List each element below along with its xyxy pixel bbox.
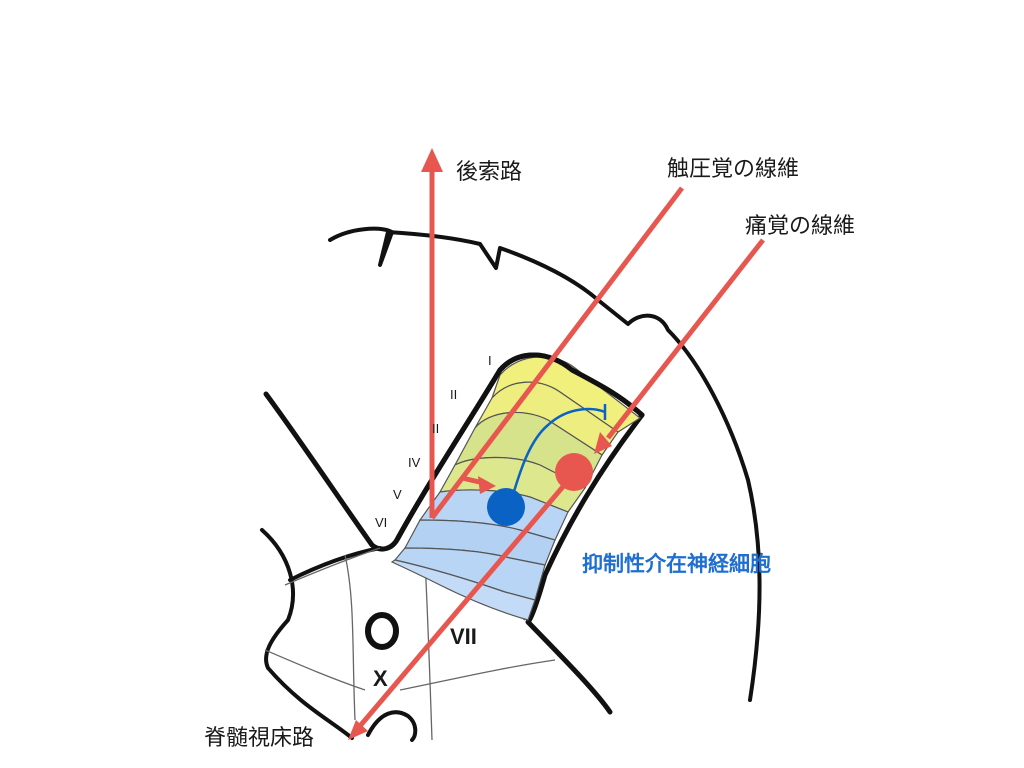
lamina-label: II	[432, 421, 439, 436]
gray-matter-outline	[262, 530, 380, 738]
spinothalamic-label: 脊髄視床路	[204, 720, 314, 752]
lamina-label: VI	[375, 515, 387, 530]
lamina-x-label: X	[373, 666, 388, 692]
central-canal	[368, 615, 396, 647]
inhibitory-interneuron-soma	[487, 488, 525, 526]
lamina-label: V	[393, 487, 402, 502]
pain-fiber-label: 痛覚の線維	[745, 208, 855, 240]
lamina-label: I	[488, 353, 492, 368]
pain-projection-neuron-soma	[555, 453, 593, 491]
dorsal-column-arrow	[421, 148, 443, 518]
lamina-label: II	[450, 387, 457, 402]
lamina-vii-label: VII	[450, 624, 477, 650]
ventral-bottom-outline	[368, 712, 415, 740]
touch-fiber-label: 触圧覚の線維	[667, 151, 799, 183]
dorsal-column-label: 後索路	[456, 154, 522, 186]
inhibitory-interneuron-label: 抑制性介在神経細胞	[582, 548, 771, 578]
lamina-label: IV	[408, 455, 420, 470]
